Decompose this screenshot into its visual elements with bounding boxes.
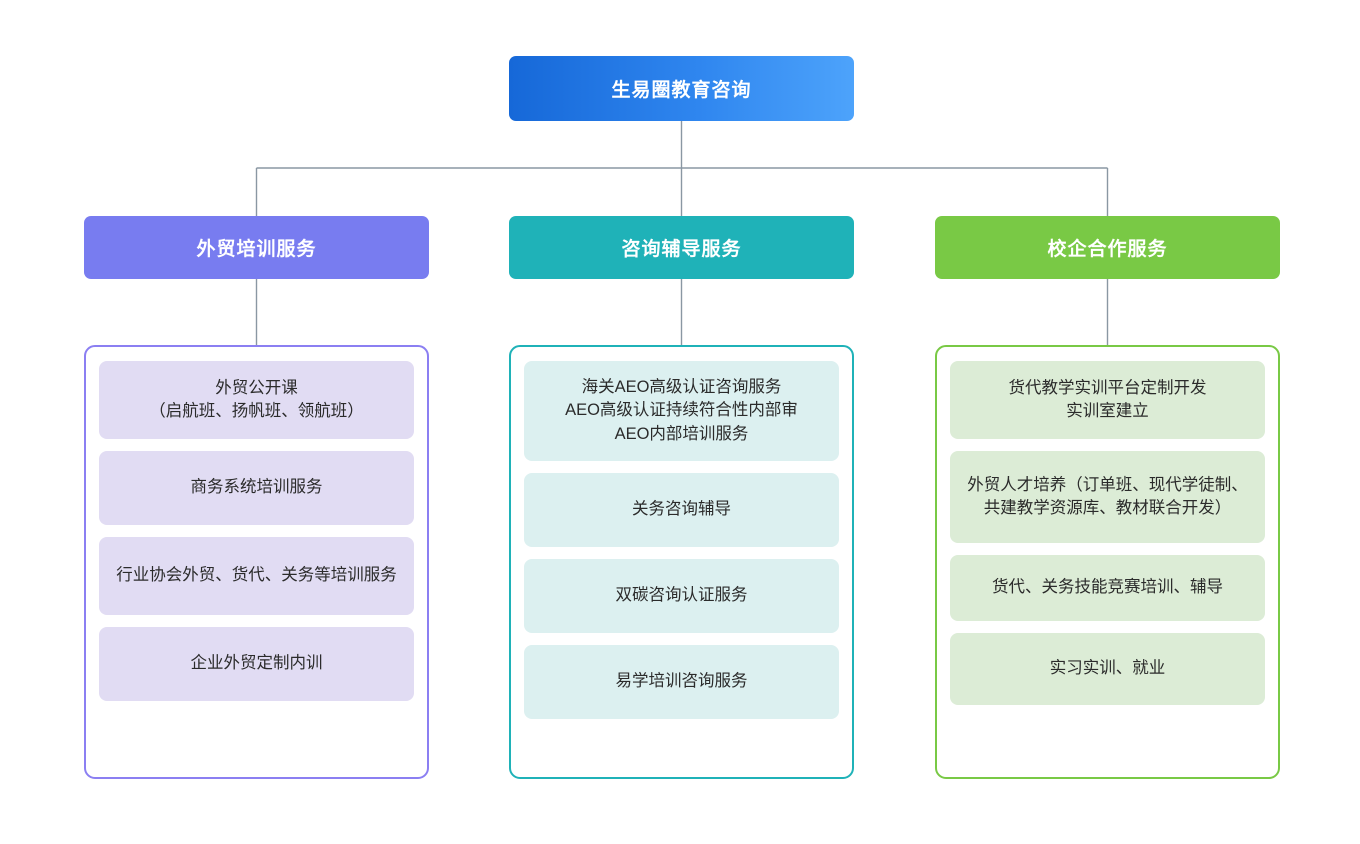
branch-column-2: 校企合作服务 货代教学实训平台定制开发 实训室建立 外贸人才培养（订单班、现代学… bbox=[935, 216, 1280, 779]
list-item[interactable]: 关务咨询辅导 bbox=[524, 473, 839, 547]
list-item[interactable]: 双碳咨询认证服务 bbox=[524, 559, 839, 633]
branch-items-2: 货代教学实训平台定制开发 实训室建立 外贸人才培养（订单班、现代学徒制、共建教学… bbox=[935, 345, 1280, 779]
list-item[interactable]: 外贸公开课 （启航班、扬帆班、领航班） bbox=[99, 361, 414, 439]
branch-header-label-2: 校企合作服务 bbox=[1047, 239, 1168, 260]
branch-column-1: 咨询辅导服务 海关AEO高级认证咨询服务 AEO高级认证持续符合性内部审 AEO… bbox=[509, 216, 854, 779]
branch-header-1[interactable]: 咨询辅导服务 bbox=[509, 216, 854, 279]
list-item[interactable]: 外贸人才培养（订单班、现代学徒制、共建教学资源库、教材联合开发） bbox=[950, 451, 1265, 543]
list-item[interactable]: 实习实训、就业 bbox=[950, 633, 1265, 705]
list-item[interactable]: 货代、关务技能竞赛培训、辅导 bbox=[950, 555, 1265, 621]
list-item[interactable]: 行业协会外贸、货代、关务等培训服务 bbox=[99, 537, 414, 615]
list-item[interactable]: 商务系统培训服务 bbox=[99, 451, 414, 525]
root-node-label: 生易圈教育咨询 bbox=[611, 80, 752, 101]
branch-items-1: 海关AEO高级认证咨询服务 AEO高级认证持续符合性内部审 AEO内部培训服务 … bbox=[509, 345, 854, 779]
branch-column-0: 外贸培训服务 外贸公开课 （启航班、扬帆班、领航班） 商务系统培训服务 行业协会… bbox=[84, 216, 429, 779]
list-item[interactable]: 货代教学实训平台定制开发 实训室建立 bbox=[950, 361, 1265, 439]
list-item[interactable]: 企业外贸定制内训 bbox=[99, 627, 414, 701]
branch-items-0: 外贸公开课 （启航班、扬帆班、领航班） 商务系统培训服务 行业协会外贸、货代、关… bbox=[84, 345, 429, 779]
branch-header-label-1: 咨询辅导服务 bbox=[621, 239, 742, 260]
root-node[interactable]: 生易圈教育咨询 bbox=[509, 56, 854, 121]
list-item[interactable]: 海关AEO高级认证咨询服务 AEO高级认证持续符合性内部审 AEO内部培训服务 bbox=[524, 361, 839, 461]
branch-header-0[interactable]: 外贸培训服务 bbox=[84, 216, 429, 279]
branch-header-label-0: 外贸培训服务 bbox=[196, 239, 317, 260]
branch-header-2[interactable]: 校企合作服务 bbox=[935, 216, 1280, 279]
list-item[interactable]: 易学培训咨询服务 bbox=[524, 645, 839, 719]
